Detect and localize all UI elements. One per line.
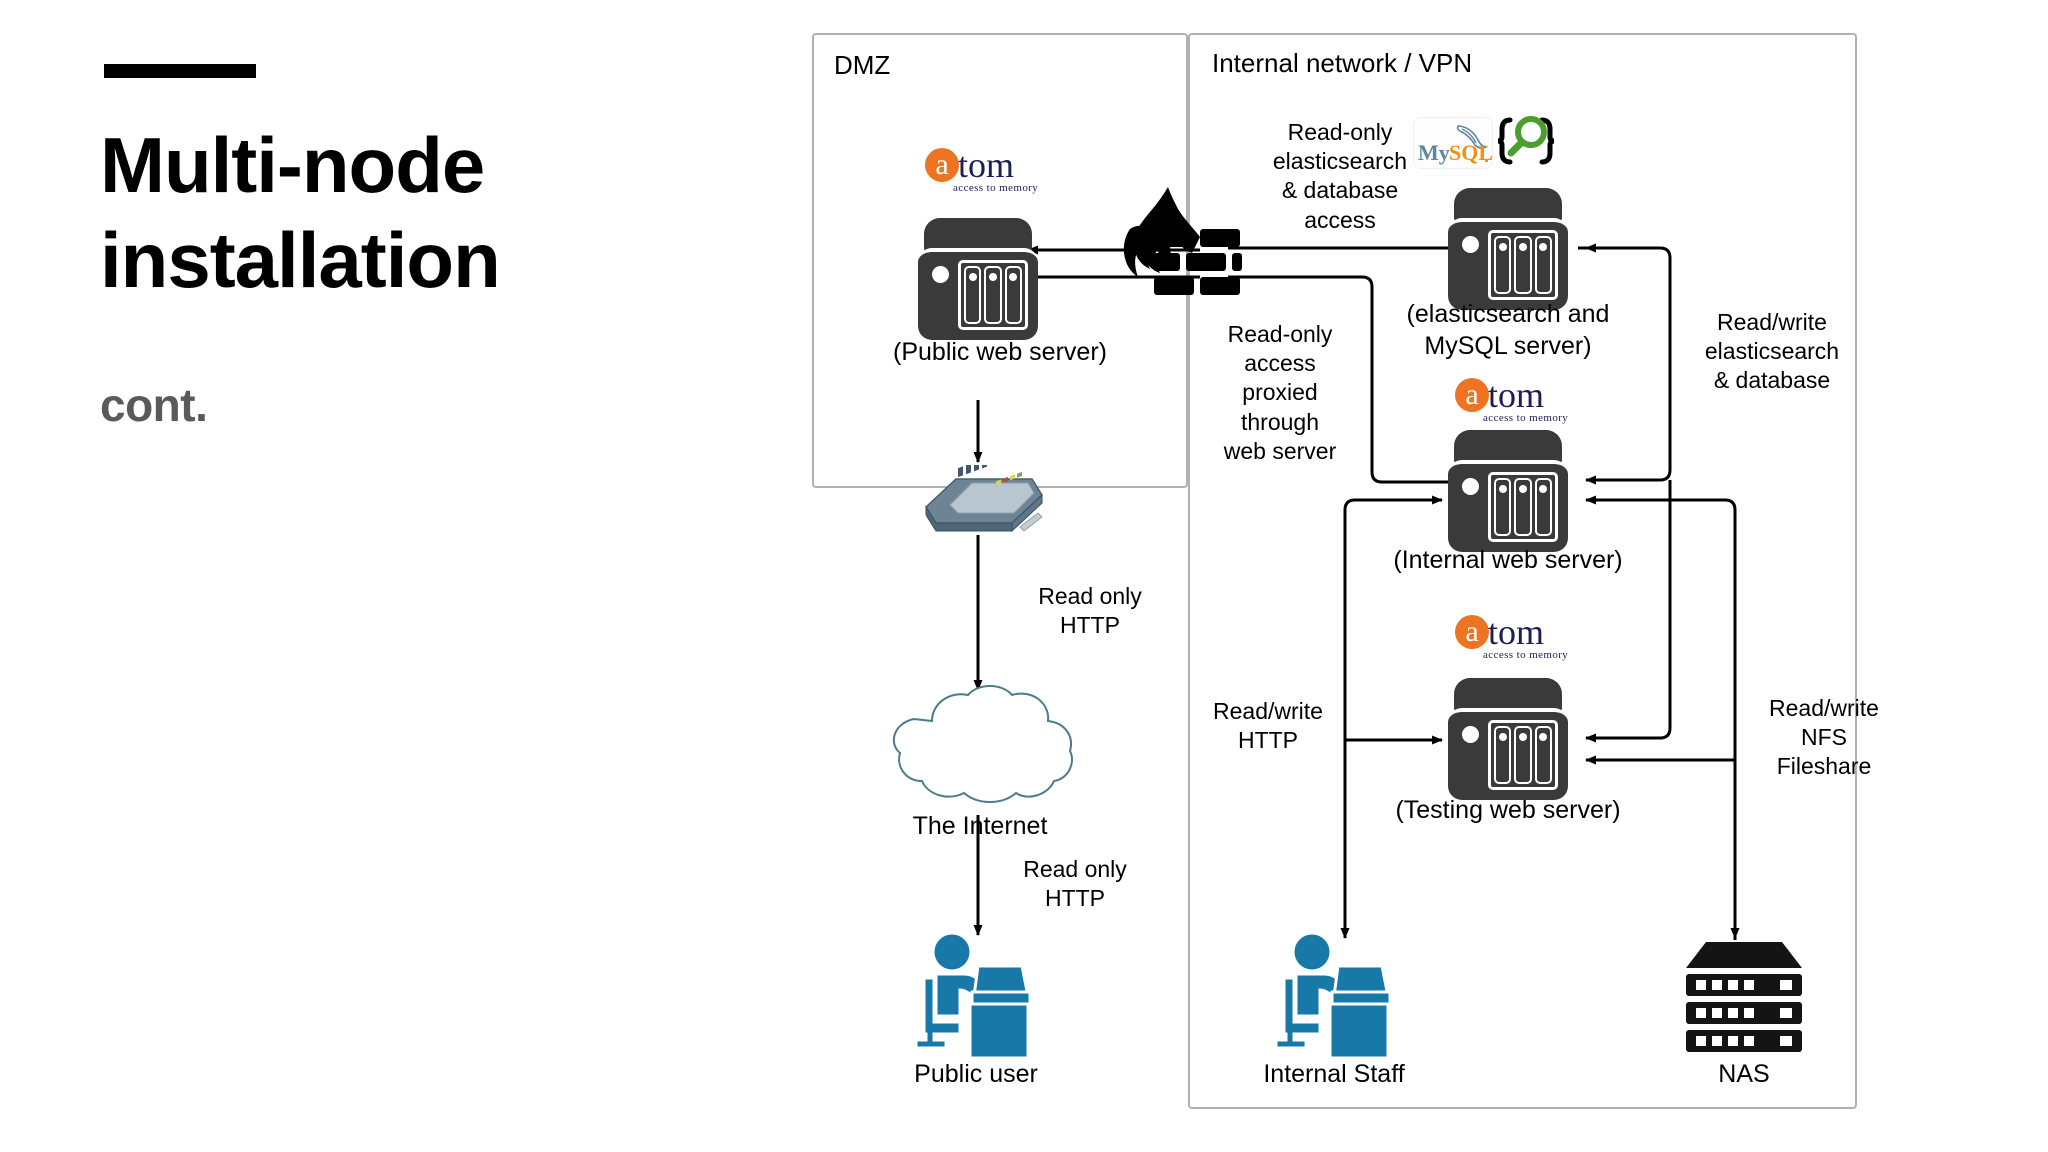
atom-wordmark: tom [958, 145, 1015, 185]
atom-tagline: access to memory [1483, 412, 1569, 424]
mysql-my: My [1418, 140, 1450, 165]
label-read-only-http-bottom: Read only HTTP [1023, 856, 1127, 912]
cloud-icon-internet [870, 685, 1090, 810]
caption-public-web-server: (Public web server) [893, 338, 1107, 366]
firewall-icon [1122, 185, 1242, 305]
label-read-write-http: Read/write HTTP [1213, 698, 1323, 754]
label-read-write-es-db: Read/write elasticsearch & database [1704, 309, 1840, 394]
atom-logo-internal-web: a tom access to memory [1455, 375, 1575, 424]
page-title: Multi-node installation [100, 121, 501, 305]
mysql-sql: SQL [1449, 140, 1494, 165]
server-icon-internal-web [1448, 430, 1568, 552]
label-read-write-nfs: Read/write NFS Fileshare [1769, 695, 1879, 780]
caption-es-mysql-server-line1: (elasticsearch and [1406, 300, 1610, 328]
server-icon-es-mysql [1448, 188, 1568, 310]
router-icon [920, 457, 1048, 537]
server-icon-testing-web [1448, 678, 1568, 800]
mysql-dot [1485, 159, 1488, 162]
atom-mark-letter: a [1465, 615, 1479, 648]
atom-logo-public-web: a tom access to memory [925, 145, 1045, 194]
zone-dmz-label: DMZ [834, 50, 891, 80]
atom-mark-letter: a [1465, 378, 1479, 411]
mysql-logo: My SQL [1414, 118, 1494, 168]
zone-internal-label: Internal network / VPN [1212, 48, 1473, 78]
atom-wordmark: tom [1488, 612, 1545, 652]
elasticsearch-icon [1497, 112, 1555, 170]
caption-public-user: Public user [914, 1060, 1038, 1088]
atom-tagline: access to memory [1483, 649, 1569, 661]
caption-nas: NAS [1718, 1060, 1770, 1088]
page-subtitle: cont. [100, 379, 208, 431]
atom-wordmark: tom [1488, 375, 1545, 415]
caption-testing-web-server: (Testing web server) [1395, 796, 1621, 824]
caption-es-mysql-server-line2: MySQL server) [1424, 332, 1592, 360]
atom-mark-letter: a [935, 148, 949, 181]
user-at-desk-icon-internal-staff [1272, 930, 1396, 1060]
server-icon-public-web [918, 218, 1038, 340]
atom-mark-circle [925, 148, 959, 182]
nas-rack-icon [1680, 940, 1808, 1056]
caption-internal-web-server: (Internal web server) [1393, 546, 1623, 574]
atom-logo-testing-web: a tom access to memory [1455, 612, 1575, 661]
label-read-only-proxied: Read-only access proxied through web ser… [1223, 321, 1337, 464]
caption-internet: The Internet [912, 812, 1048, 840]
label-read-only-http-top: Read only HTTP [1038, 583, 1142, 639]
title-rule [104, 64, 256, 78]
label-read-only-es-db: Read-only elasticsearch & database acces… [1272, 119, 1408, 233]
atom-tagline: access to memory [953, 182, 1039, 194]
user-at-desk-icon-public-user [912, 930, 1036, 1060]
caption-internal-staff: Internal Staff [1263, 1060, 1405, 1088]
